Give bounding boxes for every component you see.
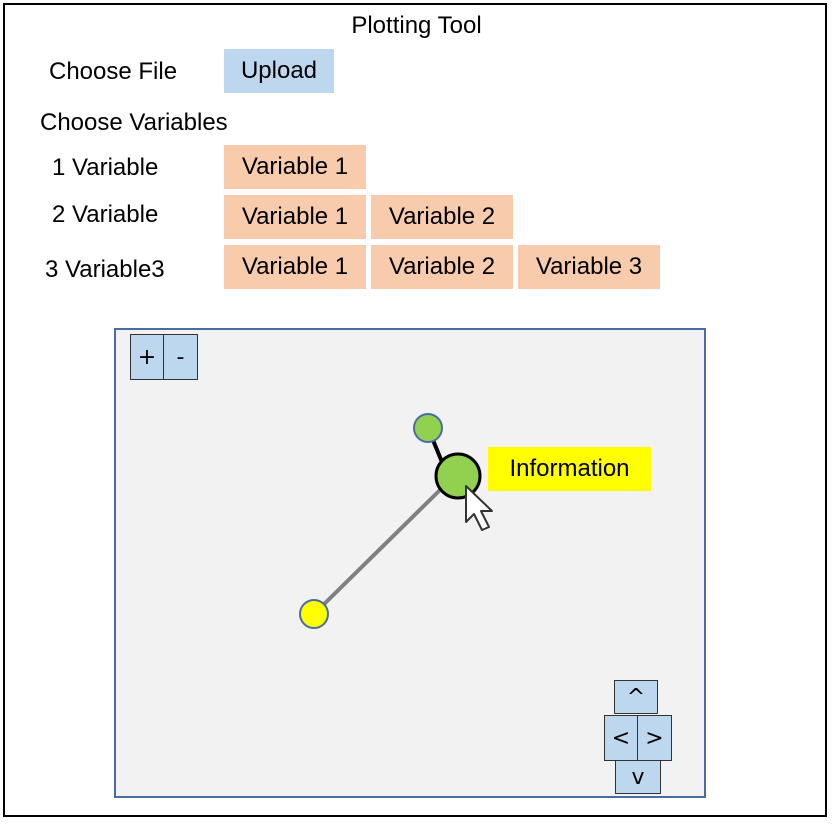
- large-green-node: [434, 452, 482, 500]
- zoom-in-button[interactable]: +: [130, 334, 164, 380]
- page-title: Plotting Tool: [351, 12, 482, 39]
- pan-right-button[interactable]: >: [637, 715, 672, 761]
- choose-variables-heading: Choose Variables: [40, 109, 228, 136]
- upload-button[interactable]: Upload: [224, 49, 334, 93]
- zoom-out-button[interactable]: -: [163, 334, 198, 380]
- row3-variable-1-button[interactable]: Variable 1: [224, 245, 366, 289]
- information-tooltip: Information: [488, 447, 651, 491]
- row1-variable-1-button[interactable]: Variable 1: [224, 145, 366, 189]
- choose-file-label: Choose File: [49, 58, 178, 85]
- three-variable-label: 3 Variable3: [45, 256, 165, 283]
- pan-left-button[interactable]: <: [604, 715, 638, 761]
- row3-variable-3-button[interactable]: Variable 3: [518, 245, 660, 289]
- row3-variable-2-button[interactable]: Variable 2: [371, 245, 513, 289]
- yellow-node: [299, 599, 329, 629]
- small-green-node: [413, 413, 443, 443]
- edge-gray: [312, 488, 442, 616]
- pan-up-button[interactable]: ^: [614, 680, 658, 714]
- row2-variable-1-button[interactable]: Variable 1: [224, 195, 366, 239]
- one-variable-label: 1 Variable: [52, 154, 159, 181]
- pan-down-button[interactable]: v: [615, 760, 661, 794]
- two-variable-label: 2 Variable: [52, 201, 159, 228]
- row2-variable-2-button[interactable]: Variable 2: [371, 195, 513, 239]
- cursor-pointer-icon: [465, 485, 493, 531]
